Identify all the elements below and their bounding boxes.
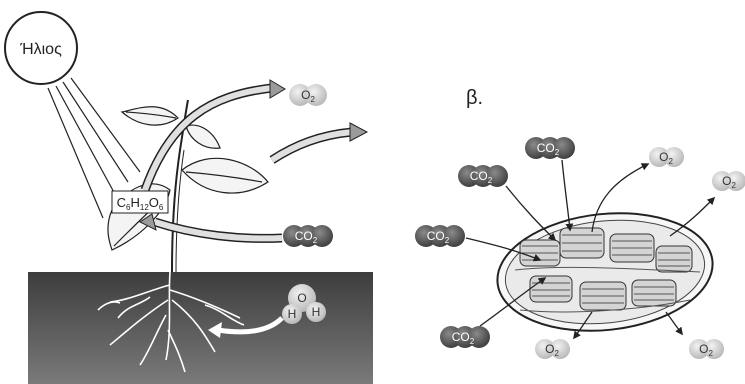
leaf-upper-right <box>186 125 220 148</box>
water-o: O <box>297 291 306 305</box>
water-h1: H <box>288 307 297 321</box>
o2-molecule-b3: O2 <box>535 339 570 359</box>
sun: Ήλιος <box>5 12 77 84</box>
water-h2: H <box>312 305 321 319</box>
panel-b: β. <box>415 87 745 359</box>
o2-molecule-b1: O2 <box>649 147 684 167</box>
chloroplast <box>492 203 719 341</box>
leaf-top <box>122 107 178 125</box>
o2-molecule-b4: O2 <box>689 339 724 359</box>
sun-label: Ήλιος <box>19 41 62 58</box>
panel-a: Ήλιος O <box>5 12 373 384</box>
co2-molecule-b3: CO2 <box>415 225 465 247</box>
o2-molecule-a: O2 <box>289 84 327 106</box>
co2-molecule-b2: CO2 <box>525 137 575 159</box>
co2-molecule-b4: CO2 <box>440 326 490 348</box>
glucose-label: C6H12O6 <box>112 191 168 213</box>
panel-b-label: β. <box>466 87 483 109</box>
co2-molecule-b1: CO2 <box>458 165 508 187</box>
o2-molecule-b2: O2 <box>712 171 745 191</box>
co2-molecule-a: CO2 <box>283 225 333 247</box>
